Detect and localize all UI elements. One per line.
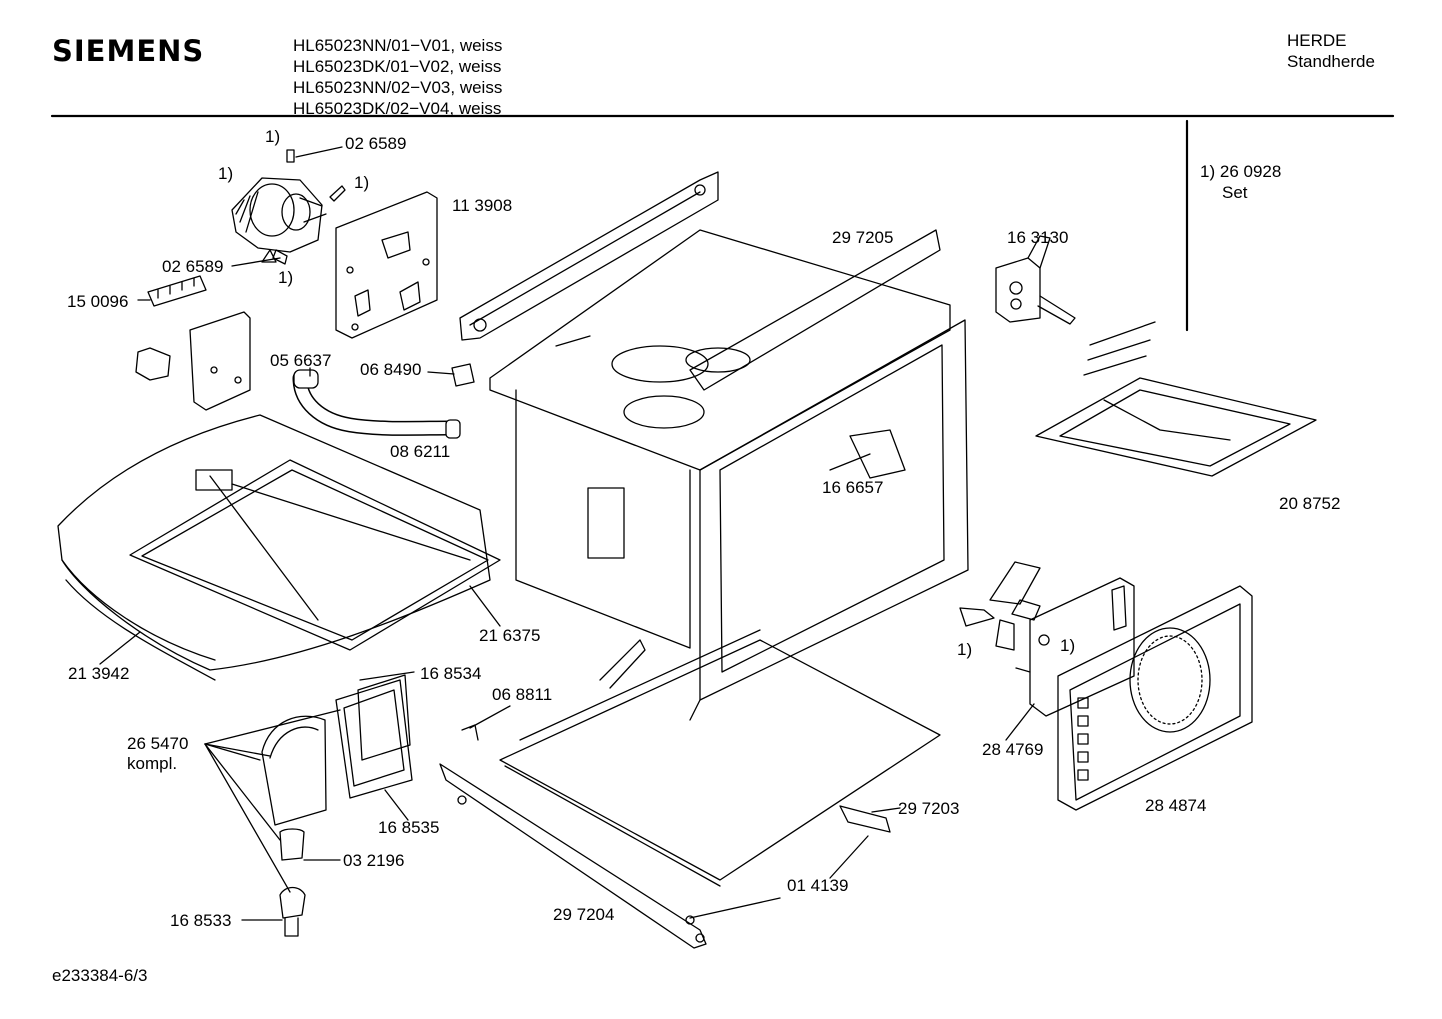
fan-wheel-drawing (959, 561, 1041, 651)
hose-drawing (292, 369, 461, 439)
marker-label: 1) (218, 164, 234, 183)
leader (689, 897, 781, 919)
part-label: 11 3908 (452, 196, 513, 215)
back-plate-drawing (335, 191, 438, 339)
category: HERDE Standherde (1287, 30, 1375, 72)
part-label: 02 6589 (345, 134, 407, 153)
part-label: kompl. (127, 754, 178, 773)
marker-label: 1) (265, 127, 281, 146)
part-label: 06 8490 (360, 360, 422, 379)
bottom-plate-drawing (461, 629, 941, 887)
sensor-drawing (451, 363, 475, 387)
top-rail-drawing (459, 171, 719, 341)
part-label: 15 0096 (67, 292, 129, 311)
leader (295, 146, 343, 158)
leader (427, 371, 455, 375)
part-label: 01 4139 (787, 876, 849, 895)
part-label: 03 2196 (343, 851, 405, 870)
rod-drawing (839, 805, 891, 833)
top-heating-element-drawing (1035, 321, 1317, 477)
set-note-part: 26 0928 (1219, 162, 1282, 181)
rear-strut (689, 229, 941, 391)
marker-label: 1) (278, 268, 294, 287)
model-line: HL65023DK/02−V04, weiss (293, 99, 502, 118)
part-label: 16 8535 (378, 818, 440, 837)
leader (231, 257, 281, 267)
lamp-cover-drawing (261, 674, 413, 937)
leader (204, 743, 271, 757)
leader (99, 631, 141, 665)
model-line: HL65023DK/01−V02, weiss (293, 57, 502, 76)
leader (359, 671, 415, 681)
leader (1005, 703, 1035, 741)
part-label: 21 6375 (479, 626, 541, 645)
terminal-block-drawing (135, 275, 251, 411)
category-subtitle: Standherde (1287, 52, 1375, 71)
bottom-rail-drawing (439, 763, 707, 949)
fan-motor-drawing (231, 149, 346, 265)
marker-label: 1) (957, 640, 973, 659)
part-label: 16 8534 (420, 664, 482, 683)
oven-cavity-drawing (489, 229, 969, 721)
part-label: 06 8811 (492, 685, 553, 704)
brand-logo: SIEMENS (52, 34, 205, 68)
leader (469, 705, 511, 729)
marker-label: 1) (1060, 636, 1076, 655)
part-label: 08 6211 (390, 442, 451, 461)
leader (204, 743, 281, 841)
part-label: 29 7204 (553, 905, 615, 924)
part-label: 26 5470 (127, 734, 189, 753)
leader (469, 585, 501, 627)
part-label: 28 4874 (1145, 796, 1207, 815)
part-label: 29 7205 (832, 228, 894, 247)
leader (204, 709, 341, 745)
part-label: 02 6589 (162, 257, 224, 276)
leader (829, 835, 869, 879)
fan-cover-drawing (1029, 577, 1135, 717)
thermostat-drawing (995, 235, 1076, 325)
model-line: HL65023NN/01−V01, weiss (293, 36, 503, 55)
leader (871, 807, 901, 813)
part-label: 29 7203 (898, 799, 960, 818)
leader (1015, 667, 1031, 673)
part-label: 21 3942 (68, 664, 130, 683)
category-title: HERDE (1287, 31, 1347, 50)
part-label: 16 6657 (822, 478, 884, 497)
part-label: 20 8752 (1279, 494, 1341, 513)
marker-label: 1) (354, 173, 370, 192)
part-label: 05 6637 (270, 351, 332, 370)
drawing-code: e233384-6/3 (52, 966, 148, 985)
leader (829, 453, 871, 471)
leader (204, 743, 291, 893)
leader (204, 743, 261, 761)
part-label: 16 3130 (1007, 228, 1069, 247)
rear-panel-drawing (1057, 585, 1253, 811)
model-line: HL65023NN/02−V03, weiss (293, 78, 503, 97)
set-note: 1) 26 0928 Set (1200, 161, 1281, 203)
model-list: HL65023NN/01−V01, weiss HL65023DK/01−V02… (293, 35, 502, 119)
set-note-marker: 1) (1200, 162, 1216, 181)
set-note-text: Set (1222, 183, 1248, 202)
part-label: 16 8533 (170, 911, 232, 930)
part-label: 28 4769 (982, 740, 1044, 759)
bottom-heating-element-drawing (129, 459, 501, 651)
leader (384, 789, 409, 821)
